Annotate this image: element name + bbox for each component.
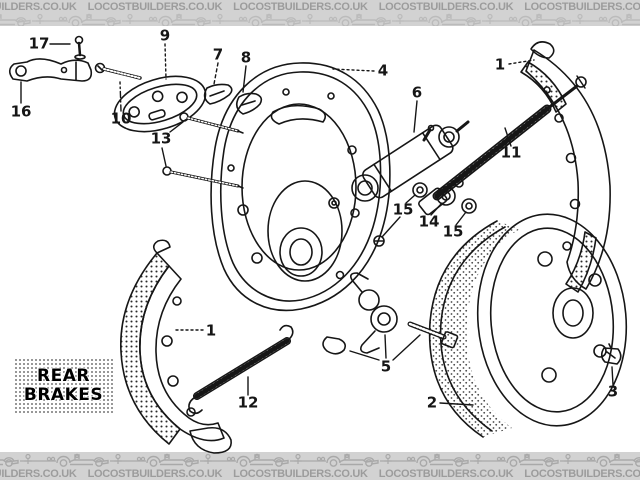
locost-seven-car-icon (68, 13, 121, 26)
watermark-figure-icon (212, 13, 248, 24)
watermark-car-unit (518, 13, 608, 26)
top-watermark-text-row: LOCOSTBUILDERS.CO.UK LOCOSTBUILDERS.CO.UK… (0, 0, 640, 13)
watermark-car-unit (56, 452, 146, 467)
locost-seven-car-icon (428, 13, 481, 26)
locost-seven-car-icon (326, 453, 379, 467)
wheel-cylinder-drawing (351, 120, 470, 202)
locost-seven-car-icon (518, 13, 571, 26)
return-spring-drawing (188, 324, 294, 415)
watermark-car-unit (326, 452, 416, 467)
watermark-figure-icon (110, 453, 146, 464)
watermark-text: LOCOSTBUILDERS.CO.UK (378, 0, 514, 13)
watermark-text: LOCOSTBUILDERS.CO.UK (0, 467, 77, 480)
clip-7-drawing (203, 83, 233, 105)
watermark-car-unit (68, 13, 158, 26)
watermark-car-unit (236, 452, 326, 467)
locost-seven-car-icon (56, 453, 109, 467)
cover-plate-drawing (113, 75, 207, 133)
watermark-text: LOCOSTBUILDERS.CO.UK (233, 0, 368, 13)
watermark-text: LOCOSTBUILDERS.CO.UK (524, 467, 640, 480)
watermark-text: LOCOSTBUILDERS.CO.UK (87, 467, 223, 480)
rear-brakes-badge: REAR BRAKES (14, 358, 113, 413)
watermark-car-unit (506, 452, 596, 467)
locost-seven-car-icon (248, 13, 301, 26)
backing-plate-drawing (210, 62, 391, 312)
retainer-pins-drawing (162, 112, 244, 189)
watermark-car-unit (428, 13, 518, 26)
watermark-car-unit (146, 452, 236, 467)
brake-drum-surface (429, 221, 520, 437)
locost-seven-car-icon (236, 453, 289, 467)
leader-lines (20, 43, 614, 406)
locost-seven-car-icon (338, 13, 391, 26)
locost-seven-car-icon (146, 453, 199, 467)
watermark-text: LOCOSTBUILDERS.CO.UK (233, 467, 368, 480)
watermark-figure-icon (200, 453, 236, 464)
brake-shoe-left-drawing (120, 239, 232, 454)
locost-seven-car-icon (506, 453, 559, 467)
watermark-car-unit (158, 13, 248, 26)
watermark-car-unit (596, 452, 640, 467)
bottom-watermark-text-row: LOCOSTBUILDERS.CO.UK LOCOSTBUILDERS.CO.UK… (0, 467, 640, 480)
top-watermark-band: LOCOSTBUILDERS.CO.UK LOCOSTBUILDERS.CO.UK… (0, 0, 640, 26)
watermark-figure-icon (32, 13, 68, 24)
watermark-figure-icon (482, 13, 518, 24)
lever-16-drawing (8, 58, 93, 82)
adjuster-cluster-drawing (322, 272, 459, 355)
clip-3-drawing (600, 343, 622, 365)
clip-8-drawing (235, 92, 263, 115)
watermark-figure-icon (302, 13, 338, 24)
watermark-figure-icon (20, 453, 56, 464)
watermark-text: LOCOSTBUILDERS.CO.UK (378, 467, 514, 480)
locost-seven-car-icon (608, 13, 640, 26)
watermark-figure-icon (290, 453, 326, 464)
watermark-figure-icon (122, 13, 158, 24)
watermark-car-unit (416, 452, 506, 467)
watermark-car-unit (338, 13, 428, 26)
watermark-car-unit (0, 452, 56, 467)
locost-seven-car-icon (158, 13, 211, 26)
top-watermark-icons-row (0, 13, 640, 26)
watermark-figure-icon (380, 453, 416, 464)
pin-17-drawing (74, 35, 86, 60)
locost-seven-car-icon (596, 453, 640, 467)
locost-seven-car-icon (0, 457, 19, 467)
watermark-car-unit (0, 13, 68, 26)
locost-seven-car-icon (0, 14, 31, 26)
cylinder-internals-drawing (373, 178, 477, 247)
screw-drawing (94, 62, 142, 80)
brake-shoe-right-drawing (520, 41, 611, 293)
watermark-text: LOCOSTBUILDERS.CO.UK (87, 0, 223, 13)
badge-line-2: BRAKES (23, 384, 104, 405)
watermark-text: LOCOSTBUILDERS.CO.UK (524, 0, 640, 13)
watermark-car-unit (608, 13, 640, 26)
watermark-figure-icon (392, 13, 428, 24)
watermark-figure-icon (560, 453, 596, 464)
watermark-figure-icon (572, 13, 608, 24)
brake-drum-drawing (428, 213, 628, 438)
locost-seven-car-icon (416, 453, 469, 467)
watermark-car-unit (248, 13, 338, 26)
bottom-watermark-band: LOCOSTBUILDERS.CO.UK LOCOSTBUILDERS.CO.UK… (0, 452, 640, 480)
watermark-text: LOCOSTBUILDERS.CO.UK (0, 0, 77, 13)
watermark-figure-icon (470, 453, 506, 464)
badge-line-1: REAR (37, 365, 90, 386)
bottom-watermark-icons-row (0, 452, 640, 467)
